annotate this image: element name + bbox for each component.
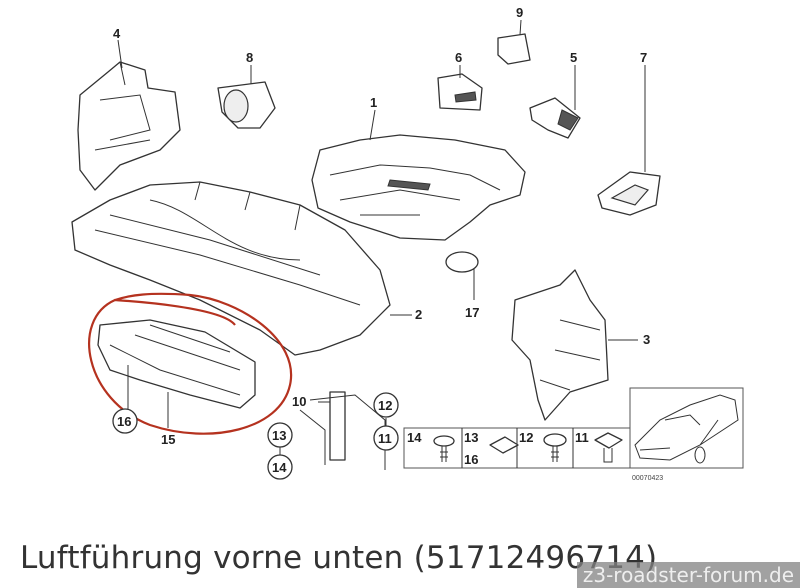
callout-5: 5 <box>570 50 577 65</box>
part-7-vent <box>597 65 661 216</box>
part-2-underbody-panel <box>71 181 412 356</box>
callout-8: 8 <box>246 50 253 65</box>
table-label-12: 12 <box>519 430 533 445</box>
callout-6: 6 <box>455 50 462 65</box>
diagram-code: 00070423 <box>632 475 663 482</box>
table-label-13: 13 <box>464 430 478 445</box>
callout-2: 2 <box>415 307 422 322</box>
part-9-clip <box>497 19 531 65</box>
push-rivet-icon <box>433 435 455 462</box>
callout-3: 3 <box>643 332 650 347</box>
screw-icon <box>543 433 567 462</box>
callout-17: 17 <box>465 305 479 320</box>
part-6-bracket <box>437 65 483 111</box>
callout-7: 7 <box>640 50 647 65</box>
callout-10: 10 <box>292 394 306 409</box>
clip-nut-icon <box>489 436 519 454</box>
part-1-air-guide-housing <box>311 109 526 241</box>
car-thumbnail-icon <box>634 394 739 464</box>
part-4-left-bracket <box>77 39 181 191</box>
callout-11: 11 <box>378 431 392 446</box>
table-label-14: 14 <box>407 430 422 445</box>
table-label-11: 11 <box>575 430 589 445</box>
callout-4: 4 <box>113 26 121 41</box>
part-3-right-bracket <box>511 269 638 421</box>
page-title: Luftführung vorne unten (51712496714) <box>20 540 658 576</box>
callout-15: 15 <box>161 432 175 447</box>
callout-12: 12 <box>378 398 392 413</box>
part-5-bracket <box>529 65 581 139</box>
callout-13: 13 <box>272 428 286 443</box>
part-10-strut <box>299 391 386 470</box>
spring-nut-icon <box>594 432 623 463</box>
red-annotation-circle <box>88 292 293 435</box>
callout-1: 1 <box>370 95 377 110</box>
callout-14: 14 <box>272 460 287 475</box>
part-8-air-duct <box>217 65 276 129</box>
part-15-16-air-deflector <box>97 319 256 428</box>
callout-16: 16 <box>117 414 131 429</box>
callout-9: 9 <box>516 5 523 20</box>
part-17-grommet <box>445 251 479 300</box>
fastener-table <box>403 387 744 469</box>
watermark: z3-roadster-forum.de <box>576 562 800 588</box>
table-label-16: 16 <box>464 452 478 467</box>
